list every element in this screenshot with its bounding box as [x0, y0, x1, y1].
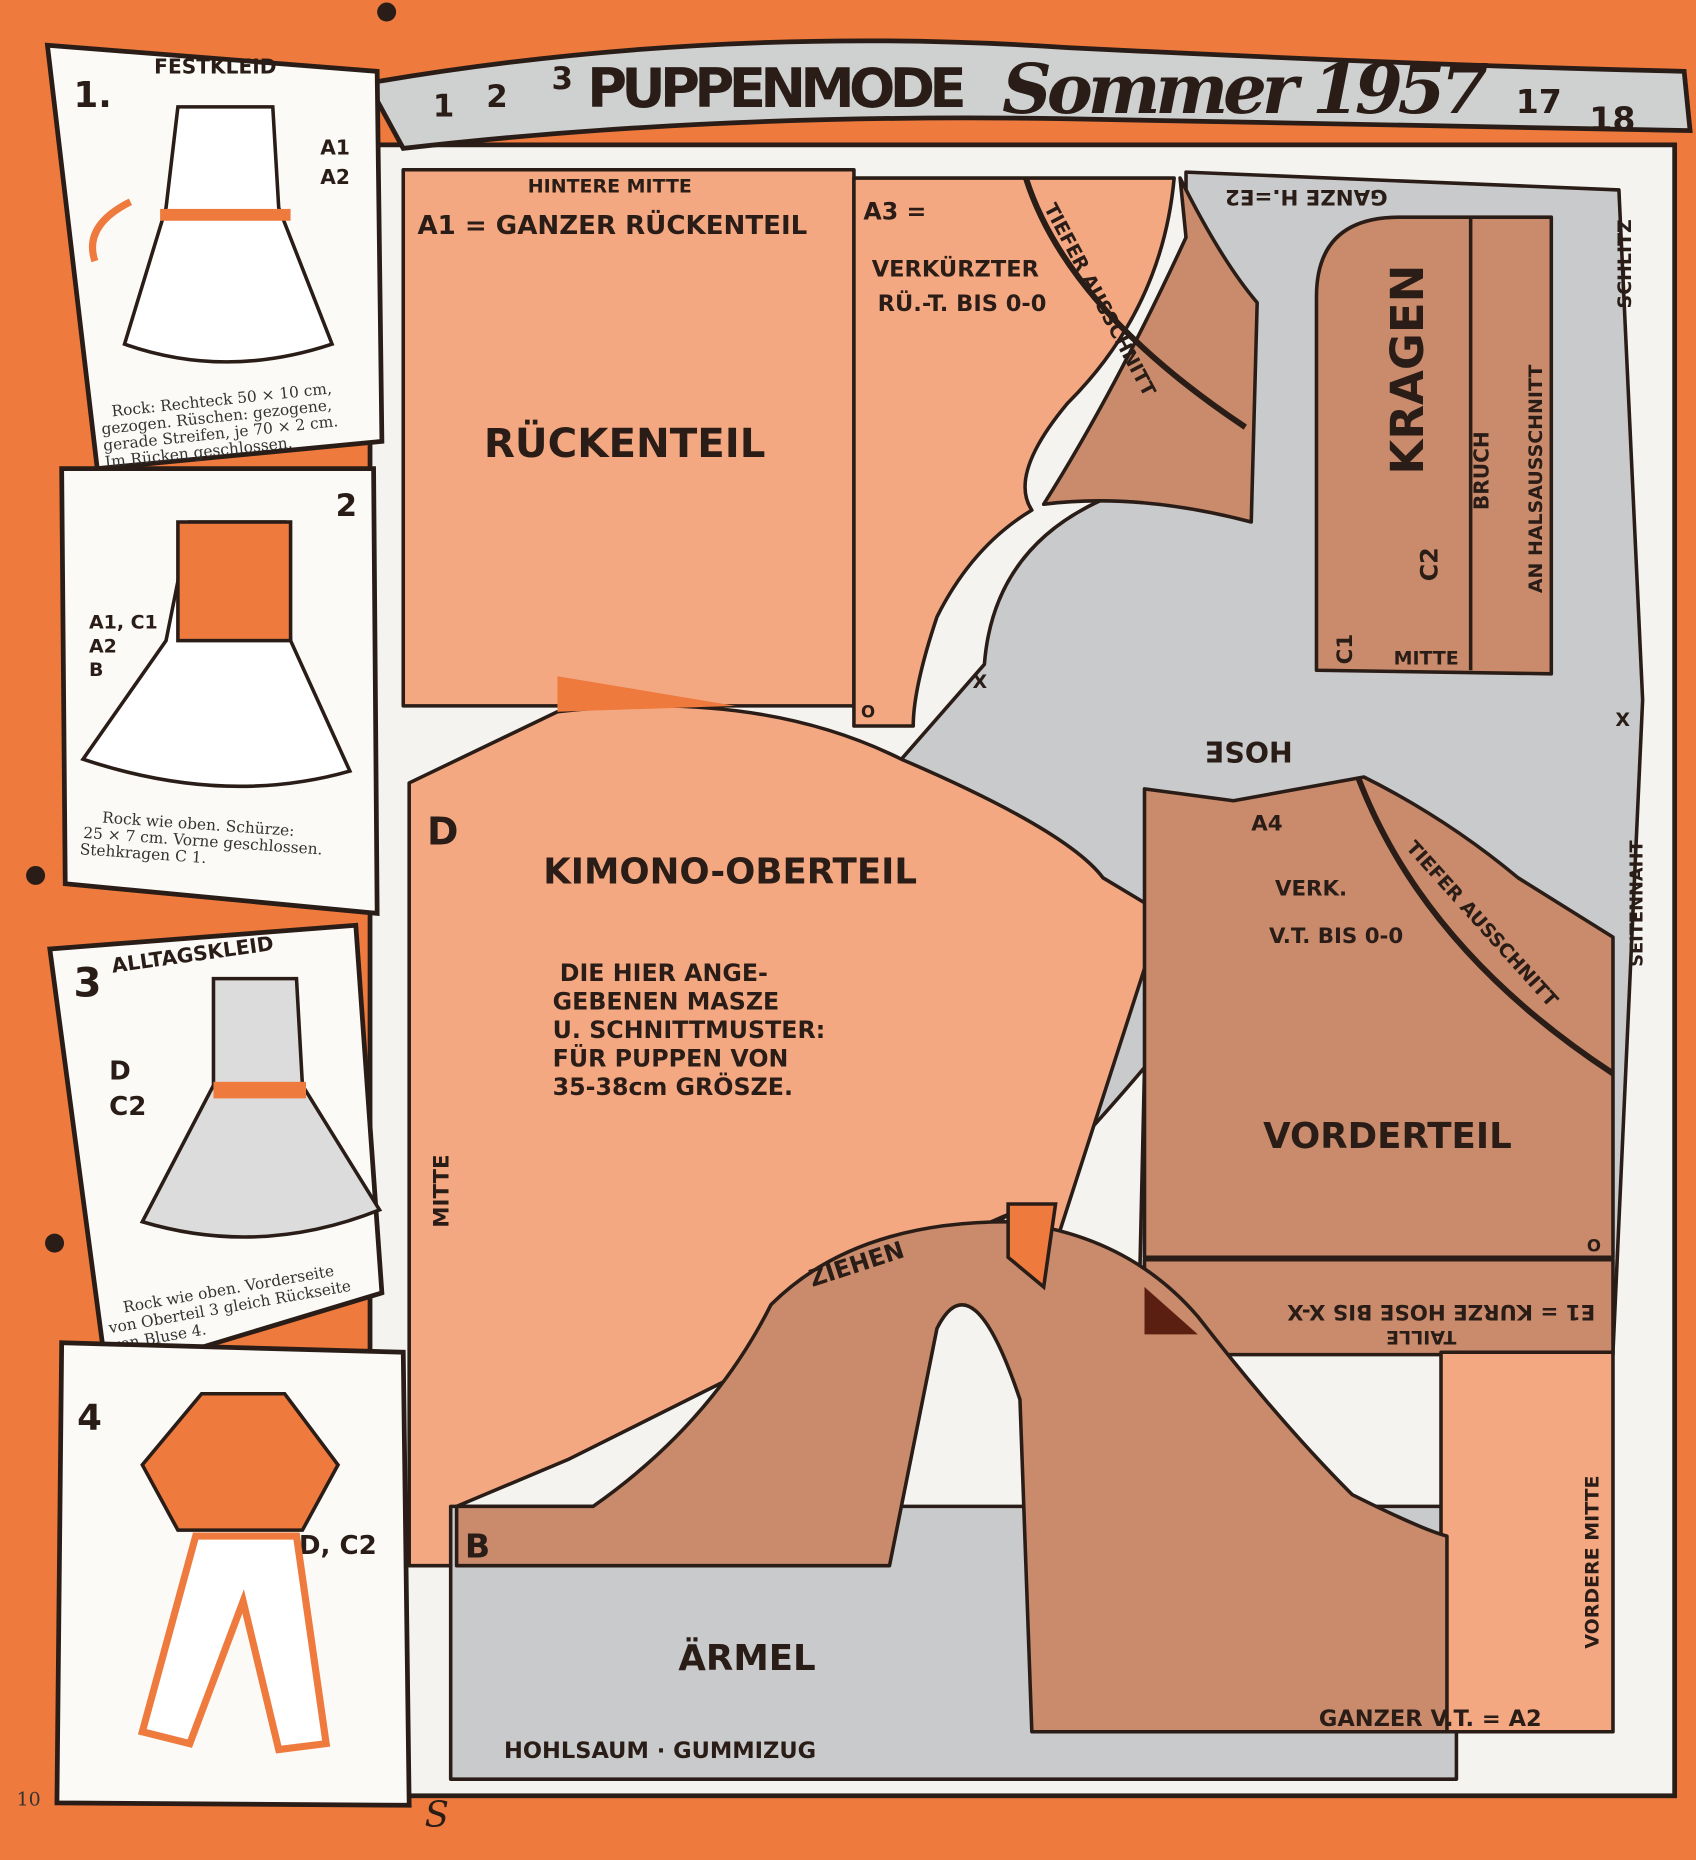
o-mark: O	[861, 703, 875, 722]
label-hohlsaum: HOHLSAUM · GUMMIZUG	[504, 1738, 816, 1764]
label-b: B	[465, 1526, 490, 1565]
x-mark: X	[1615, 709, 1630, 731]
note-line: FÜR PUPPEN VON	[553, 1044, 789, 1072]
tape-number: 3	[551, 61, 572, 97]
page-number: 10	[17, 1788, 41, 1810]
label-vordere-mitte: VORDERE MITTE	[1582, 1476, 1604, 1649]
pin-icon	[45, 1233, 65, 1253]
label-taille: TAILLE	[1386, 1326, 1456, 1348]
shoulder-piece	[1041, 176, 1259, 524]
card-number: 4	[77, 1397, 102, 1438]
card-4: 4 D, C2 10	[17, 1233, 412, 1810]
label-e1: E1 = KURZE HOSE BIS X-X	[1287, 1299, 1596, 1324]
label-mitte: MITTE	[429, 1154, 454, 1227]
label-c2: C2	[1415, 547, 1443, 581]
sleeve-piece	[454, 1219, 1449, 1734]
dress-illustration	[139, 976, 383, 1239]
pattern-pieces	[401, 167, 1645, 1781]
banner-tape: 1 2 3 PUPPENMODE Sommer 1957 17 18	[363, 2, 1693, 151]
note-line: U. SCHNITTMUSTER:	[553, 1016, 826, 1044]
tape-number: 2	[486, 79, 507, 115]
label-kragen: KRAGEN	[1381, 265, 1434, 475]
a3-piece	[852, 176, 1176, 728]
dress-illustration	[80, 520, 353, 789]
card-dress-2: 2 A1, C1 A2 B Rock wie oben. Schürze: 25…	[59, 466, 380, 917]
note-line: 35-38cm GRÖSZE.	[553, 1073, 793, 1101]
dress-illustration	[88, 105, 335, 364]
x-mark: X	[973, 671, 988, 693]
kragen-piece	[1314, 215, 1554, 676]
banner-title: PUPPENMODE	[587, 56, 967, 120]
card-code: A2	[89, 635, 117, 657]
tape-number: 18	[1589, 100, 1635, 139]
label-vorderteil: VORDERTEIL	[1263, 1116, 1512, 1157]
vorderteil-piece	[1142, 775, 1615, 1260]
label-a4: A4	[1251, 811, 1282, 836]
label-rueckenteil: RÜCKENTEIL	[484, 419, 766, 467]
card-code: D, C2	[299, 1531, 377, 1561]
label-ruet-bis: RÜ.-T. BIS 0-0	[878, 289, 1047, 317]
label-mitte-kragen: MITTE	[1394, 647, 1459, 669]
label-hose: HOSE	[1205, 734, 1293, 767]
label-ganze-hose: GANZE H.=E2	[1225, 184, 1388, 209]
label-verk: VERK.	[1275, 877, 1347, 902]
card-number: 1.	[74, 75, 112, 116]
label-vt-bis: V.T. BIS 0-0	[1269, 924, 1403, 949]
card-code: A1	[320, 135, 350, 159]
label-d: D	[427, 810, 459, 854]
banner-season: Sommer 1957	[1002, 49, 1488, 130]
pin-icon	[377, 2, 397, 22]
card-title: FESTKLEID	[154, 55, 276, 79]
outfit-illustration	[137, 1391, 341, 1754]
vordere-mitte-strip	[1439, 1350, 1615, 1734]
card-festkleid: 1. FESTKLEID A1 A2 Rock: Rechteck 50 × 1…	[44, 42, 385, 471]
label-bruch: BRUCH	[1469, 431, 1493, 510]
o-mark: O	[1587, 1236, 1601, 1255]
card-code: A1, C1	[89, 612, 158, 634]
tape-number: 17	[1516, 82, 1562, 121]
label-ganzer-vt: GANZER V.T. = A2	[1319, 1706, 1542, 1732]
label-seitennaht: SEITENNAHT	[1627, 840, 1648, 967]
label-a3: A3 =	[863, 198, 926, 226]
card-code: B	[89, 659, 103, 681]
signature-mark: S	[425, 1795, 449, 1836]
label-verkuerzter: VERKÜRZTER	[872, 255, 1039, 283]
pin-icon	[26, 865, 46, 885]
note-line: GEBENEN MASZE	[553, 987, 780, 1015]
tape-number: 1	[433, 88, 454, 124]
card-code: C2	[109, 1092, 146, 1122]
card-number: 2	[336, 488, 357, 524]
label-aermel: ÄRMEL	[678, 1637, 815, 1679]
label-schlitz: SCHLITZ	[1614, 219, 1636, 308]
label-kimono: KIMONO-OBERTEIL	[543, 852, 917, 893]
e1-strip	[1142, 1257, 1615, 1357]
label-a1: A1 = GANZER RÜCKENTEIL	[417, 208, 807, 241]
card-number: 3	[74, 959, 102, 1006]
card-code: A2	[320, 165, 350, 189]
label-hintere-mitte: HINTERE MITTE	[528, 175, 692, 197]
label-c1: C1	[1333, 634, 1358, 665]
card-code: D	[109, 1056, 131, 1086]
note-line: DIE HIER ANGE-	[560, 959, 768, 987]
label-an-halsausschnitt: AN HALSAUSSCHNITT	[1525, 365, 1547, 594]
rueckenteil-piece	[401, 167, 856, 708]
